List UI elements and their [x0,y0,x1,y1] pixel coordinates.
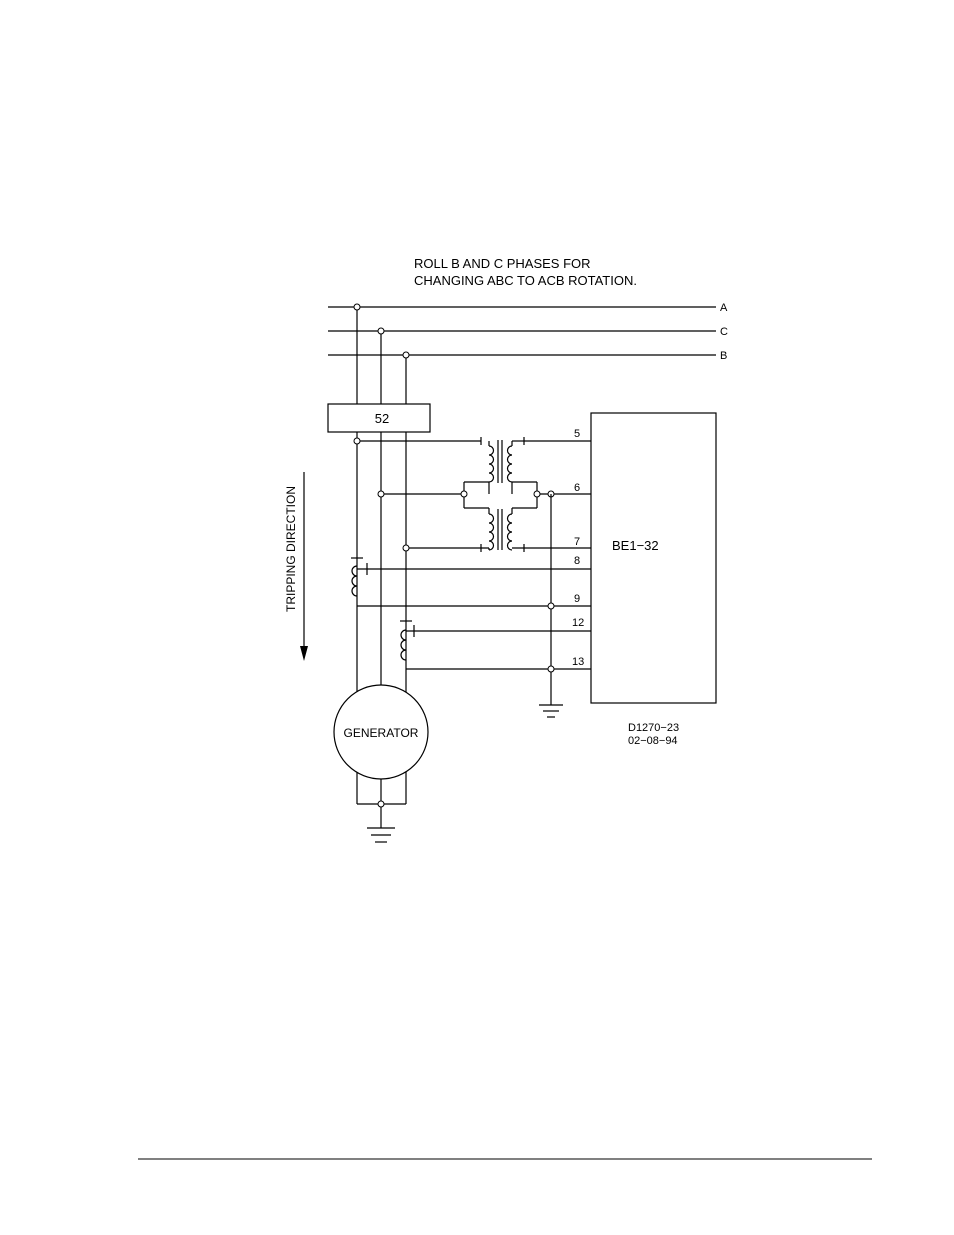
voltage-transformers [357,437,591,552]
arrow-down-icon [300,646,308,661]
relay-label: BE1−32 [612,538,659,553]
junction-dot [377,800,385,808]
generator-ground [367,827,395,843]
junction-dot [377,490,385,498]
junction-dot [377,327,385,335]
relay-box [590,412,717,704]
note-line-2: CHANGING ABC TO ACB ROTATION. [414,273,637,288]
junction-dot [353,437,361,445]
junction-dot [460,490,468,498]
bus-b-label: B [720,350,727,362]
junction-dot [533,490,541,498]
terminal-label: 6 [574,482,580,494]
note-line-1: ROLL B AND C PHASES FOR [414,256,591,271]
junction-dot [547,602,555,610]
generator-label: GENERATOR [344,726,419,740]
drawing-number: D1270−23 [628,722,679,734]
terminal-label: 13 [572,656,584,668]
bus-a-label: A [720,302,728,314]
breaker-52-box [327,403,431,433]
terminal-label: 7 [574,536,580,548]
terminal-label: 12 [572,617,584,629]
junction-dot [402,351,410,359]
current-transformer-b [400,620,591,670]
generator-symbol [333,684,429,780]
tripping-direction-label: TRIPPING DIRECTION [284,486,298,612]
terminal-label: 9 [574,593,580,605]
current-transformer-a [351,557,591,607]
terminal-label: 5 [574,428,580,440]
drawing-date: 02−08−94 [628,735,678,747]
junction-dot [402,544,410,552]
junction-dot [547,665,555,673]
breaker-label: 52 [375,411,389,426]
junction-dot [353,303,361,311]
bus-c-label: C [720,326,728,338]
bus-lines [328,306,716,356]
terminal-label: 8 [574,555,580,567]
